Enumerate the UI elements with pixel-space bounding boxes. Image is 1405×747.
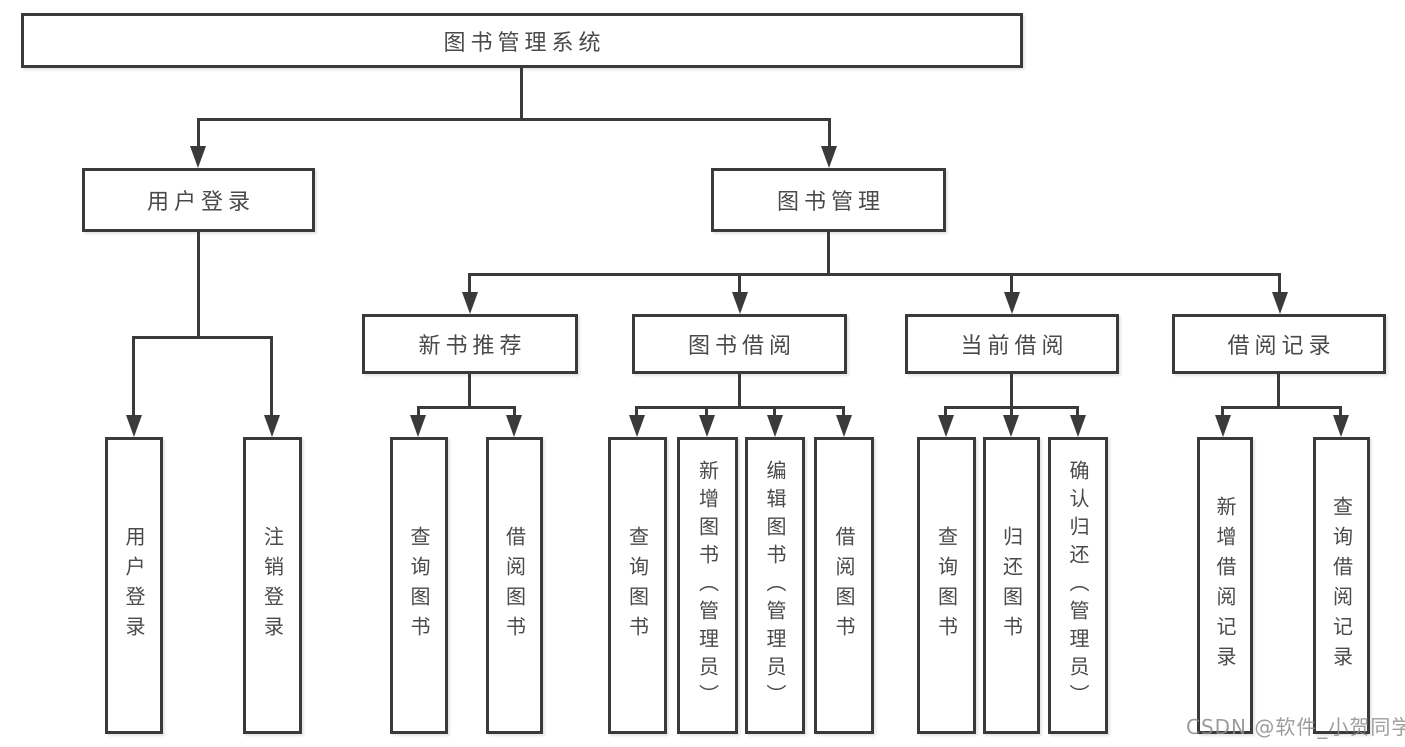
connector-records-drop-2 [1339,406,1342,418]
connector-root-drop-left [197,118,200,150]
connector-borrowing-rail [635,406,845,409]
connector-userlogin-drop-2 [270,336,273,418]
arrow-down-icon [732,292,748,314]
leaf-current-confirm-return-admin: 确认归还（管理员） [1048,437,1108,734]
leaf-borrowing-edit-books-admin: 编辑图书（管理员） [745,437,805,734]
connector-records-stem [1277,374,1280,406]
node-book-borrowing: 图书借阅 [632,314,847,374]
connector-bookmgmt-rail [468,273,1281,276]
connector-root-rail [197,118,831,121]
connector-bookmgmt-drop-4 [1278,273,1281,295]
arrow-down-icon [699,415,715,437]
leaf-newbook-query-books: 查询图书 [390,437,448,734]
connector-bookmgmt-drop-2 [738,273,741,295]
arrow-down-icon [821,146,837,168]
arrow-down-icon [629,415,645,437]
leaf-user-login: 用户登录 [105,437,163,734]
arrow-down-icon [1272,292,1288,314]
connector-records-drop-1 [1221,406,1224,418]
arrow-down-icon [767,415,783,437]
node-library-management-system: 图书管理系统 [21,13,1023,68]
node-borrowing-records: 借阅记录 [1172,314,1386,374]
leaf-newbook-borrow-books: 借阅图书 [486,437,543,734]
connector-newbook-drop-1 [417,406,420,418]
arrow-down-icon [506,415,522,437]
connector-current-drop-3 [1076,406,1079,418]
node-current-borrowing: 当前借阅 [905,314,1119,374]
connector-root-stem [520,68,523,118]
arrow-down-icon [190,146,206,168]
connector-newbook-stem [468,374,471,406]
arrow-down-icon [1004,292,1020,314]
connector-borrowing-drop-3 [773,406,776,418]
leaf-logout: 注销登录 [243,437,302,734]
connector-bookmgmt-stem [827,232,830,273]
connector-current-drop-2 [1010,406,1013,418]
arrow-down-icon [1003,415,1019,437]
leaf-record-query-borrow-record: 查询借阅记录 [1313,437,1370,734]
arrow-down-icon [264,415,280,437]
connector-borrowing-stem [738,374,741,406]
leaf-borrowing-query-books: 查询图书 [608,437,667,734]
csdn-watermark: CSDN @软件_小贺同学 [1186,715,1405,739]
connector-borrowing-drop-2 [705,406,708,418]
connector-userlogin-stem [197,232,200,336]
connector-userlogin-rail [132,336,273,339]
connector-userlogin-drop-1 [132,336,135,418]
connector-newbook-rail [417,406,516,409]
connector-borrowing-drop-4 [842,406,845,418]
leaf-borrowing-borrow-books: 借阅图书 [814,437,874,734]
arrow-down-icon [836,415,852,437]
leaf-borrowing-add-books-admin: 新增图书（管理员） [677,437,738,734]
node-book-management: 图书管理 [711,168,946,232]
leaf-current-return-books: 归还图书 [983,437,1040,734]
connector-current-stem [1010,374,1013,406]
arrow-down-icon [1070,415,1086,437]
arrow-down-icon [1333,415,1349,437]
connector-bookmgmt-drop-1 [468,273,471,295]
leaf-record-add-borrow-record: 新增借阅记录 [1197,437,1253,734]
connector-records-rail [1221,406,1342,409]
connector-bookmgmt-drop-3 [1010,273,1013,295]
leaf-current-query-books: 查询图书 [917,437,976,734]
arrow-down-icon [938,415,954,437]
arrow-down-icon [462,292,478,314]
node-new-book-recommend: 新书推荐 [362,314,578,374]
arrow-down-icon [126,415,142,437]
connector-newbook-drop-2 [513,406,516,418]
connector-root-drop-right [828,118,831,150]
node-user-login: 用户登录 [82,168,315,232]
connector-borrowing-drop-1 [635,406,638,418]
arrow-down-icon [1215,415,1231,437]
arrow-down-icon [410,415,426,437]
connector-current-drop-1 [944,406,947,418]
